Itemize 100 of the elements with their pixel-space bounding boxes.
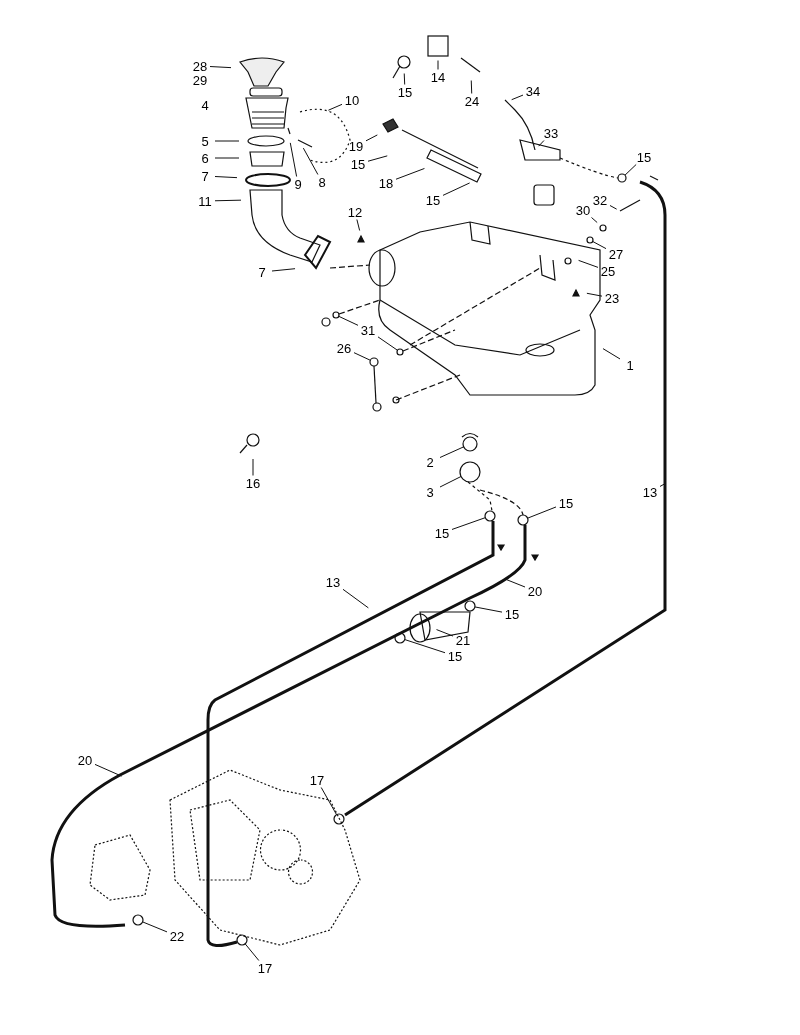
leader-line xyxy=(214,176,238,179)
callout-number: 15 xyxy=(423,192,443,208)
hose-clamp xyxy=(332,311,340,319)
hose-clamp xyxy=(396,348,404,356)
callout-number: 15 xyxy=(556,495,576,511)
callout-number: 15 xyxy=(502,606,522,622)
callout-number: 32 xyxy=(590,192,610,208)
hose-clamp xyxy=(517,514,529,526)
leader-line xyxy=(659,483,666,487)
leader-line xyxy=(209,66,232,69)
callout-number: 4 xyxy=(200,97,210,113)
callout-number: 7 xyxy=(195,168,215,184)
hose-clamp xyxy=(464,600,476,612)
leader-line xyxy=(94,763,123,777)
leader-line xyxy=(511,94,524,101)
leader-line xyxy=(506,579,526,588)
leader-line xyxy=(244,943,260,961)
callout-number: 23 xyxy=(602,290,622,306)
callout-number: 15 xyxy=(348,156,368,172)
leader-line xyxy=(624,164,637,176)
leader-line xyxy=(439,475,462,488)
hose-clamp xyxy=(586,236,594,244)
leader-line xyxy=(437,60,439,70)
callout-number: 1 xyxy=(620,357,640,373)
leader-line xyxy=(320,787,338,816)
callout-number: 25 xyxy=(598,263,618,279)
callout-number: 20 xyxy=(525,583,545,599)
callout-number: 13 xyxy=(640,484,660,500)
leader-line xyxy=(403,73,406,85)
callout-number: 13 xyxy=(323,574,343,590)
leader-line xyxy=(527,506,557,519)
callout-number: 21 xyxy=(453,632,473,648)
callout-number: 7 xyxy=(252,264,272,280)
leader-line xyxy=(214,199,242,202)
leader-line xyxy=(439,446,465,458)
leader-line xyxy=(602,348,621,360)
callout-number: 19 xyxy=(346,138,366,154)
callout-number: 9 xyxy=(288,176,308,192)
callout-number: 29 xyxy=(191,72,209,88)
leader-line xyxy=(214,157,240,159)
leader-line xyxy=(142,921,168,933)
callout-number: 20 xyxy=(75,752,95,768)
leader-line xyxy=(377,336,399,351)
leader-line xyxy=(356,219,361,231)
leader-line xyxy=(252,458,254,476)
leader-line xyxy=(578,259,599,268)
leader-line xyxy=(353,352,371,361)
callout-number: 26 xyxy=(334,340,354,356)
hose-clamp xyxy=(132,914,144,926)
callout-number: 28 xyxy=(190,58,210,74)
leader-line xyxy=(436,629,454,637)
leader-line xyxy=(327,103,343,111)
hose-clamp xyxy=(236,934,248,946)
leader-line xyxy=(538,140,545,147)
callout-number: 15 xyxy=(432,525,452,541)
leader-line xyxy=(609,205,618,210)
callout-number: 2 xyxy=(420,454,440,470)
callout-number: 12 xyxy=(345,204,365,220)
callout-number: 16 xyxy=(243,475,263,491)
callout-number: 31 xyxy=(358,322,378,338)
hose-clamp xyxy=(459,461,481,483)
leader-line xyxy=(367,155,388,162)
callout-number: 11 xyxy=(195,193,215,209)
leader-line xyxy=(474,606,503,613)
leader-line xyxy=(591,217,598,223)
leader-line xyxy=(395,167,425,180)
callout-number: 18 xyxy=(376,175,396,191)
hose-clamp xyxy=(617,173,627,183)
callout-number: 27 xyxy=(606,246,626,262)
callout-number: 15 xyxy=(445,648,465,664)
callout-number: 5 xyxy=(195,133,215,149)
callout-number: 17 xyxy=(307,772,327,788)
hose-clamp xyxy=(484,510,496,522)
callout-number: 6 xyxy=(195,150,215,166)
callout-number: 22 xyxy=(167,928,187,944)
callout-number: 33 xyxy=(541,125,561,141)
leader-line xyxy=(302,147,319,175)
callout-number: 3 xyxy=(420,484,440,500)
hose-clamp xyxy=(369,357,379,367)
leader-line xyxy=(289,142,298,177)
leader-line xyxy=(592,240,607,250)
leader-line xyxy=(442,182,471,196)
leader-line xyxy=(214,140,240,142)
leader-line xyxy=(586,292,603,297)
callout-number: 34 xyxy=(523,83,543,99)
callout-number: 10 xyxy=(342,92,362,108)
leader-line xyxy=(470,80,473,94)
leader-line xyxy=(338,315,359,326)
leader-line xyxy=(404,639,446,654)
hose-clamp xyxy=(394,632,406,644)
hose-clamp xyxy=(462,436,478,452)
leader-line xyxy=(365,134,378,142)
callout-number: 17 xyxy=(255,960,275,976)
callout-number: 15 xyxy=(634,149,654,165)
leader-line xyxy=(451,517,486,530)
callout-number: 8 xyxy=(312,174,332,190)
hose-clamp xyxy=(333,813,345,825)
callout-number: 30 xyxy=(573,202,593,218)
leader-line xyxy=(271,268,296,272)
leader-line xyxy=(342,588,369,609)
